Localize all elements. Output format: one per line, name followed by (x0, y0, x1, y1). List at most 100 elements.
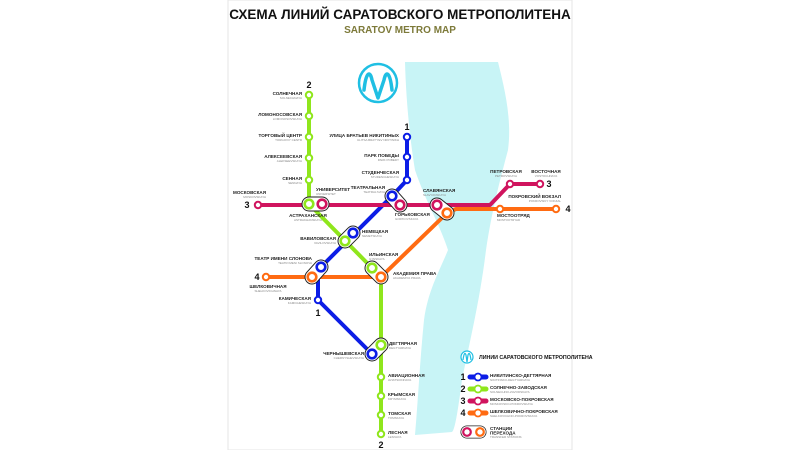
legend-station-icon (473, 384, 483, 394)
station-name-ru: УНИВЕРСИТЕТ (316, 187, 350, 192)
line-number-1: 1 (404, 122, 409, 132)
legend-line-number: 1 (460, 372, 465, 382)
legend-transfer-label-2: ПЕРЕХОДА (490, 431, 516, 436)
station-name-en: PETROVSKAYA (495, 174, 517, 178)
station-name-en: UNIVERSITET (316, 192, 336, 196)
line-3 (258, 182, 540, 207)
station-name-ru: ИЛЬИНСКАЯ (369, 252, 398, 257)
teatralnaya-station-marker (386, 190, 398, 202)
sennaya-station-marker (304, 175, 314, 185)
legend-logo-icon (460, 350, 474, 364)
line-number-2: 2 (378, 440, 383, 450)
legend: ЛИНИИ САРАТОВСКОГО МЕТРОПОЛИТЕНА 1 НИКИТИ… (460, 350, 593, 439)
station-name-en: LESNAYA (388, 435, 401, 439)
legend-station-icon (473, 396, 483, 406)
station-name-ru: СТУДЕНЧЕСКАЯ (362, 170, 399, 175)
park-pobedy-station-marker (402, 152, 412, 162)
station-name-ru: ТОРГОВЫЙ ЦЕНТР (259, 131, 302, 138)
gorkovskaya-station-marker (394, 199, 406, 211)
vavilovskaya-station-marker (339, 235, 351, 247)
volga-river (405, 62, 510, 435)
station-name-en: LOMONOSOVSKAYA (273, 117, 302, 121)
station-name-ru: ЛЕСНАЯ (388, 430, 408, 435)
legend-transfer-station-icon (462, 427, 472, 437)
station-name-en: ALEKSEEVSKAYA (277, 159, 302, 163)
station-name-en: MOSKOVSKAYA (243, 195, 266, 199)
station-name-ru: ГОРЬКОВСКАЯ (395, 212, 430, 217)
mostootryad-station-marker (495, 204, 505, 214)
station-name-en: SHELKOVICHNAYA (254, 289, 281, 293)
map-title: СХЕМА ЛИНИЙ САРАТОВСКОГО МЕТРОПОЛИТЕНА (229, 7, 571, 22)
chernyshevskaya-station-marker (366, 348, 378, 360)
slonova-station-marker (315, 261, 327, 273)
station-name-ru: АВИАЦИОННАЯ (388, 373, 425, 378)
tomskaya-station-marker (376, 410, 386, 420)
legend-line-name-en: MOSKOVSKO-POKROVSKAYA (490, 402, 533, 406)
legend-line-name-en: SOLNECHNO-ZAVODSKAYA (490, 390, 530, 394)
station-name-ru: МОСКОВСКАЯ (233, 190, 266, 195)
line-number-4: 4 (565, 204, 570, 214)
ilyinskaya-station-marker (366, 262, 378, 274)
transfer-station-marker (306, 271, 318, 283)
line-number-1: 1 (315, 308, 320, 318)
line-number-2: 2 (306, 80, 311, 90)
station-name-ru: МОСТООТРЯД (497, 213, 530, 218)
legend-line-number: 3 (460, 396, 465, 406)
station-name-en: POKROVSKIY VOKZAL (529, 199, 562, 203)
station-name-en: KRYMSKAYA (388, 397, 406, 401)
legend-station-icon (473, 372, 483, 382)
station-name-ru: ДЕГТЯРНАЯ (389, 341, 417, 346)
legend-transfer-label: СТАНЦИИ (490, 426, 512, 431)
torgovy-station-marker (304, 132, 314, 142)
station-name-ru: УЛИЦА БРАТЬЕВ НИКИТИНЫХ (329, 133, 400, 138)
akademiya-station-marker (375, 271, 387, 283)
station-name-ru: ПЕТРОВСКАЯ (490, 169, 522, 174)
studencheskaya-station-marker (402, 175, 412, 185)
legend-title: ЛИНИИ САРАТОВСКОГО МЕТРОПОЛИТЕНА (479, 355, 593, 361)
station-name-en: KAMICHESKAYA (288, 301, 311, 305)
station-name-en: ULITSA BRAT'YEV NIKITINIKH (357, 138, 399, 142)
astrakhanskaya-station-marker (303, 198, 315, 210)
shelkovichnaya-station-marker (261, 272, 271, 282)
station-name-ru: АКАДЕМИЯ ПРАВА (393, 271, 437, 276)
legend-transfer-label-en: TRANSFER STATIONS (490, 435, 522, 439)
station-name-ru: ШЕЛКОВИЧНАЯ (249, 284, 286, 289)
station-name-ru: ЧЕРНЫШЕВСКАЯ (323, 351, 364, 356)
moskovskaya-station-marker (253, 200, 263, 210)
vostochnaya-station-marker (535, 179, 545, 189)
station-name-en: AVIATSIONNAYA (388, 378, 411, 382)
station-name-ru: ЛОМОНОСОВСКАЯ (258, 112, 302, 117)
legend-line-name: ШЕЛКОВИЧНО-ПОКРОВСКАЯ (490, 409, 558, 414)
legend-line-number: 2 (460, 384, 465, 394)
station-name-ru: ПОКРОВСКИЙ ВОКЗАЛ (508, 192, 561, 199)
degtyarnaya-station-marker (375, 339, 387, 351)
station-name-ru: АЛЕКСЕЕВСКАЯ (264, 154, 302, 159)
station-name-en: IL'INSKAYA (369, 257, 385, 261)
station-name-en: TEATRAL'NAYA (363, 190, 385, 194)
station-name-en: TEATR IMENI SLONOVA (278, 261, 312, 265)
station-name-en: SENNAYA (288, 181, 302, 185)
legend-line-name: НИКИТИНСКО-ДЕГТЯРНАЯ (490, 373, 551, 378)
nemetskaya-station-marker (347, 227, 359, 239)
kamicheskaya-station-marker (313, 295, 323, 305)
station-name-en: MOSTOOTRYAD (497, 218, 521, 222)
